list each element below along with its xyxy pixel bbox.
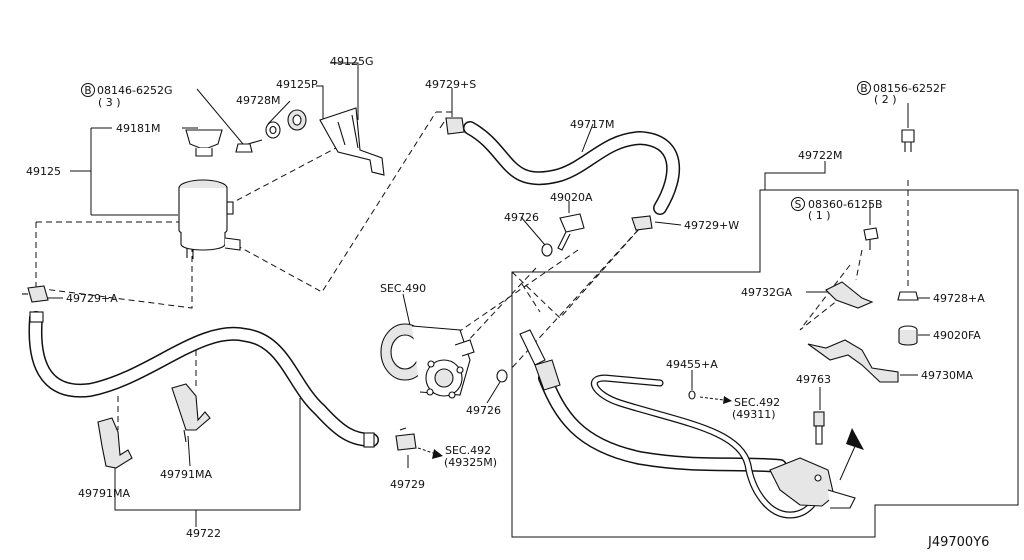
leader-lines [48, 62, 930, 527]
grommet-49728m [265, 121, 281, 139]
label-sec492-right: SEC.492 [734, 396, 780, 409]
screw-symbol: S [791, 197, 805, 211]
label-49729w: 49729+W [684, 219, 739, 232]
bracket-49125g [319, 107, 385, 176]
front-direction-arrow [839, 428, 864, 481]
label-49791ma-mid: 49791MA [160, 468, 212, 481]
label-sec492-left: SEC.492 [445, 444, 491, 457]
label-49728a: 49728+A [933, 292, 985, 305]
svg-text:B: B [84, 85, 91, 97]
label-49125g: 49125G [330, 55, 374, 68]
reservoir-cap [185, 129, 223, 157]
label-49730ma: 49730MA [921, 369, 973, 382]
label-screw-code: 08360-6125B [808, 198, 883, 211]
bracket-49730ma [807, 339, 899, 383]
label-49020fa: 49020FA [933, 329, 981, 342]
label-49455a: 49455+A [666, 358, 718, 371]
hose-49717m [463, 121, 680, 215]
label-49791ma-left: 49791MA [78, 487, 130, 500]
label-49729a: 49729+A [66, 292, 118, 305]
seal-49455a [688, 390, 696, 400]
power-steering-pump [380, 323, 475, 399]
diagram-id: J49700Y6 [927, 535, 989, 550]
clamp-49729s [439, 117, 465, 135]
part-labels: 49125G 49125P 08146-6252G ( 3 ) 49728M 4… [26, 55, 989, 550]
fitting-49020a [557, 213, 585, 251]
clamp-49729 [395, 427, 417, 451]
arrow-sec492-left [417, 447, 443, 459]
dashed-connection-lines [35, 111, 909, 430]
label-49729s: 49729+S [425, 78, 476, 91]
bushing-49125p [287, 109, 307, 131]
arrow-sec492-right [699, 396, 732, 404]
screw-08360 [863, 227, 879, 250]
label-49722: 49722 [186, 527, 221, 540]
label-49020a: 49020A [550, 191, 593, 204]
washer-49726-top [541, 243, 553, 257]
label-49728m: 49728M [236, 94, 280, 107]
grommet-49728a [897, 291, 919, 301]
label-49181m: 49181M [116, 122, 160, 135]
bolt-08146 [235, 139, 263, 153]
bolt-08156 [901, 129, 915, 152]
label-49717m: 49717M [570, 118, 614, 131]
label-sec492-left-ref: (49325M) [444, 456, 497, 469]
pressure-sensor-49763 [813, 411, 825, 445]
label-bolt-right-code: 08156-6252F [873, 82, 946, 95]
bracket-49791ma-mid [171, 383, 211, 443]
washer-49726-bottom [496, 369, 508, 383]
bushing-49020fa [898, 325, 918, 346]
hose-end-fitting [519, 329, 561, 391]
label-bolt-left-qty: ( 3 ) [98, 96, 121, 109]
hose-49722 [28, 311, 379, 448]
label-sec492-right-ref: (49311) [732, 408, 776, 421]
label-49125p: 49125P [276, 78, 318, 91]
label-49763: 49763 [796, 373, 831, 386]
label-49732ga: 49732GA [741, 286, 793, 299]
label-bolt-left-code: 08146-6252G [97, 84, 172, 97]
label-49722m: 49722M [798, 149, 842, 162]
svg-text:S: S [795, 199, 802, 211]
pressure-tube [590, 374, 826, 519]
clamp-49729a [22, 285, 49, 303]
reservoir-tank [178, 179, 241, 259]
hose-49722m [538, 371, 787, 473]
subassembly-frame [511, 189, 1019, 538]
label-bolt-right-qty: ( 2 ) [874, 93, 897, 106]
label-49726-top: 49726 [504, 211, 539, 224]
steering-gear-block [769, 457, 856, 509]
svg-text:B: B [860, 83, 867, 95]
label-sec490: SEC.490 [380, 282, 426, 295]
label-49726-bottom: 49726 [466, 404, 501, 417]
clamp-49729w [631, 215, 653, 231]
bolt-symbol-right: B [857, 81, 871, 95]
label-screw-qty: ( 1 ) [808, 209, 831, 222]
label-49729: 49729 [390, 478, 425, 491]
label-49125: 49125 [26, 165, 61, 178]
bracket-49732ga [825, 281, 874, 309]
bolt-symbol-left: B [81, 83, 95, 97]
bracket-49791ma-left [97, 417, 133, 469]
